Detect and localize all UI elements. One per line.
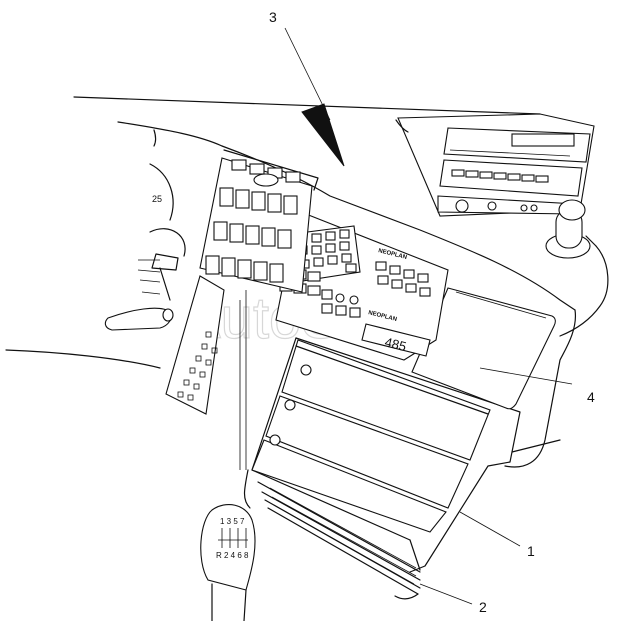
floor-vent: [257, 481, 421, 600]
instrument-cluster: 25: [149, 129, 186, 271]
switch-cluster: [199, 149, 319, 293]
callout-1: 1: [527, 543, 535, 559]
windshield-lines: [73, 96, 541, 147]
joystick: [545, 199, 591, 259]
drawer-stack: [251, 339, 491, 533]
leader-lines: [239, 27, 573, 605]
callout-4: 4: [587, 389, 595, 405]
callout-3: 3: [269, 9, 277, 25]
callout-2: 2: [479, 599, 487, 615]
display-readout: 485: [383, 334, 408, 354]
gear-shifter: 1 3 5 7 R 2 4 6 8: [200, 504, 256, 621]
radio-unit: [395, 113, 595, 217]
center-console: NEOPLAN 485 NEOPLAN: [275, 188, 449, 361]
gear-numbers-bottom: R 2 4 6 8: [216, 551, 249, 560]
display-panel: [411, 287, 556, 410]
gauge-value: 25: [152, 194, 162, 204]
steering-lever: [104, 267, 174, 331]
dashboard-body: [221, 145, 609, 573]
gear-numbers-top: 1 3 5 7: [220, 517, 245, 526]
pedal-plate: [165, 275, 225, 415]
left-wall: [5, 259, 161, 369]
